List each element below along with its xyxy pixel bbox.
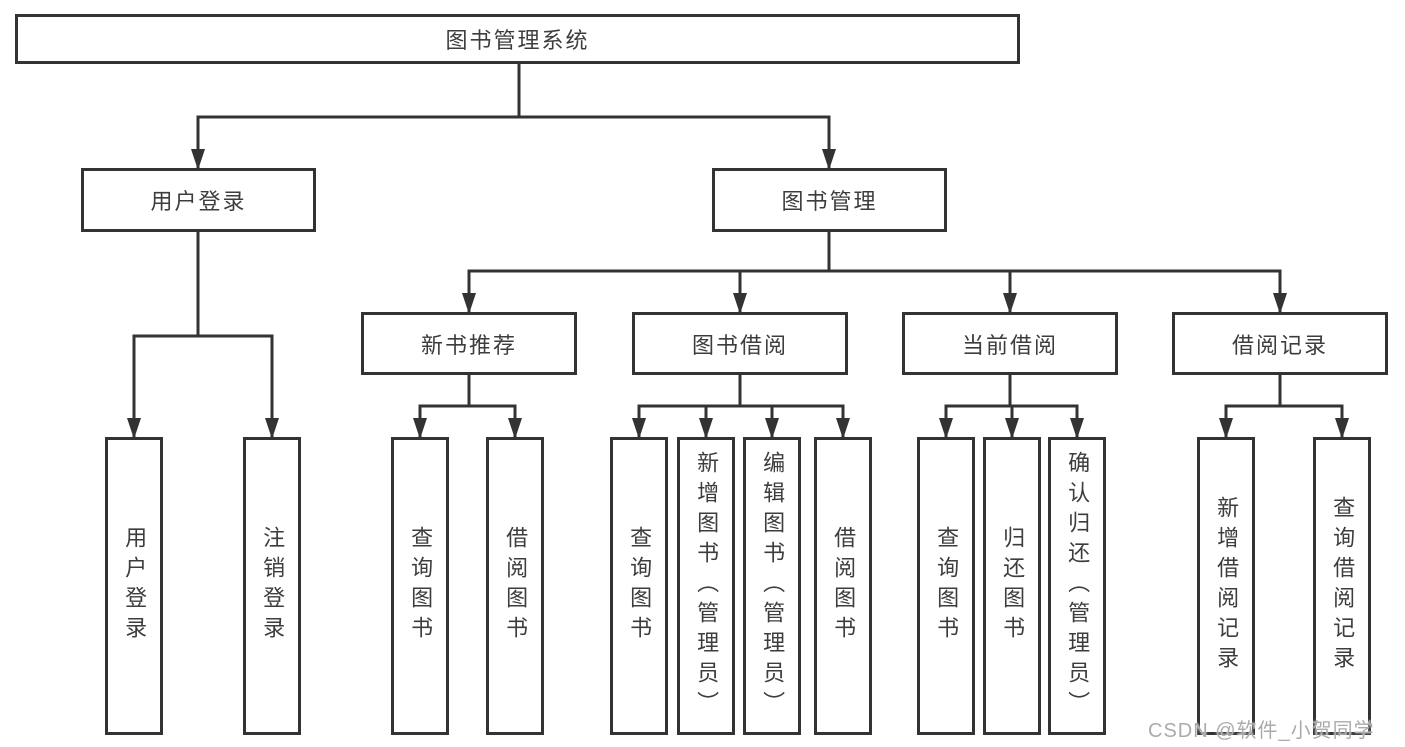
leaf-confirm-return-admin: 确认归还（管理员） — [1048, 437, 1106, 735]
node-current-borrowing: 当前借阅 — [902, 312, 1118, 375]
leaf-query-borrow-record: 查询借阅记录 — [1313, 437, 1371, 735]
connector-user-login-to-leaves — [127, 230, 279, 439]
leaf-query-books-recommend: 查询图书 — [391, 437, 449, 735]
leaf-label: 查询图书 — [408, 526, 434, 646]
watermark: CSDN @软件_小贺同学 — [1148, 720, 1375, 742]
leaf-return-books: 归还图书 — [983, 437, 1041, 735]
leaf-label: 用户登录 — [122, 526, 148, 646]
leaf-logout: 注销登录 — [243, 437, 301, 735]
leaf-label: 确认归还（管理员） — [1065, 451, 1091, 721]
leaf-label: 借阅图书 — [503, 526, 529, 646]
leaf-label: 注销登录 — [260, 526, 286, 646]
leaf-query-books-current: 查询图书 — [917, 437, 975, 735]
leaf-edit-books-admin: 编辑图书（管理员） — [743, 437, 801, 735]
node-label: 图书管理 — [781, 189, 878, 214]
node-new-book-recommend: 新书推荐 — [361, 312, 577, 375]
node-label: 借阅记录 — [1231, 332, 1328, 358]
connector-book-borrowing-to-leaves — [632, 373, 850, 439]
leaf-label: 查询图书 — [627, 526, 653, 646]
leaf-label: 新增借阅记录 — [1214, 496, 1240, 676]
leaf-label: 归还图书 — [1000, 526, 1026, 646]
leaf-add-books-admin: 新增图书（管理员） — [677, 437, 735, 735]
connector-book-management-to-level3 — [462, 230, 1287, 314]
connector-root-to-level2 — [191, 64, 836, 170]
leaf-label: 查询借阅记录 — [1330, 496, 1356, 676]
node-borrowing-records: 借阅记录 — [1172, 312, 1388, 375]
node-user-login: 用户登录 — [81, 168, 316, 232]
node-label: 图书管理系统 — [445, 28, 590, 53]
leaf-user-login: 用户登录 — [105, 437, 163, 735]
node-label: 当前借阅 — [961, 332, 1058, 358]
connector-new-book-recommend-to-leaves — [413, 373, 522, 439]
leaf-borrow-books-borrowing: 借阅图书 — [814, 437, 872, 735]
leaf-label: 新增图书（管理员） — [694, 451, 720, 721]
node-root: 图书管理系统 — [15, 14, 1020, 64]
connector-borrowing-records-to-leaves — [1219, 373, 1349, 439]
leaf-add-borrow-record: 新增借阅记录 — [1197, 437, 1255, 735]
leaf-label: 查询图书 — [934, 526, 960, 646]
leaf-borrow-books-recommend: 借阅图书 — [486, 437, 544, 735]
leaf-label: 借阅图书 — [831, 526, 857, 646]
leaf-query-books-borrowing: 查询图书 — [610, 437, 668, 735]
node-book-borrowing: 图书借阅 — [632, 312, 848, 375]
connector-current-borrowing-to-leaves — [939, 373, 1084, 439]
leaf-label: 编辑图书（管理员） — [760, 451, 786, 721]
node-label: 用户登录 — [150, 189, 247, 214]
node-book-management: 图书管理 — [712, 168, 947, 232]
node-label: 图书借阅 — [691, 332, 788, 358]
node-label: 新书推荐 — [420, 332, 517, 358]
